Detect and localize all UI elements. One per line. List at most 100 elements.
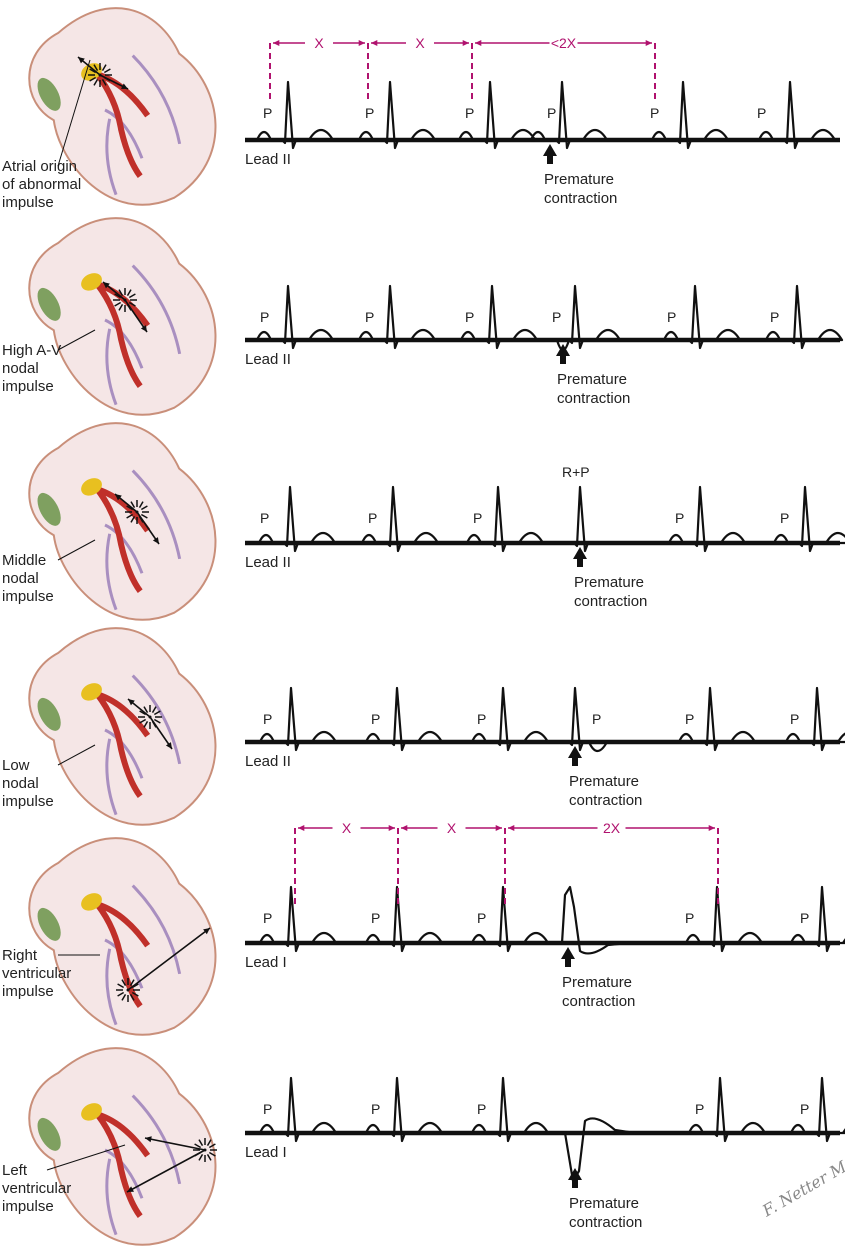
p-wave-label: P (477, 910, 486, 926)
p-wave-label: P (552, 309, 561, 325)
p-wave-label: P (263, 910, 272, 926)
caption-line: impulse (2, 194, 54, 211)
arrowhead-icon (203, 928, 210, 935)
caption-leader-line (46, 1144, 126, 1171)
ecg-trace (245, 686, 845, 753)
av-node (81, 1103, 102, 1121)
arrowhead-icon (127, 1186, 134, 1192)
heart-outline (28, 837, 217, 1036)
caption-line: Right (2, 947, 38, 964)
p-wave-label: P (695, 1101, 704, 1117)
arrowhead-icon (273, 39, 280, 47)
heart-outline (28, 217, 217, 416)
lead-label: Lead II (245, 753, 291, 770)
caption-line: of abnormal (2, 176, 81, 193)
arrowhead-icon (508, 824, 515, 832)
sa-node (37, 1117, 61, 1151)
ecg-trace (245, 284, 844, 352)
premature-label: Premature (544, 171, 614, 188)
arrowhead-icon (371, 39, 378, 47)
p-wave-label: P (260, 510, 269, 526)
arrowhead-icon (165, 742, 172, 749)
r-plus-p-label: R+P (562, 464, 590, 480)
premature-arrow-icon (568, 1168, 582, 1188)
heart-illustration (28, 422, 217, 621)
lead-label: Lead II (245, 151, 291, 168)
conduction-arrow (149, 716, 173, 750)
p-wave-label: P (263, 1101, 272, 1117)
caption-leader-line (57, 329, 96, 351)
sa-node (37, 287, 61, 321)
premature-label: contraction (544, 190, 617, 207)
heart-outline (28, 422, 217, 621)
heart-illustration (28, 837, 217, 1036)
bundle-branches (94, 901, 151, 1008)
premature-label: Premature (557, 371, 627, 388)
p-wave-label: P (547, 105, 556, 121)
heart-illustration (28, 1047, 217, 1246)
premature-label: Premature (569, 1195, 639, 1212)
conduction-arrow (124, 299, 148, 333)
arrowhead-icon (298, 824, 305, 832)
p-wave-label: P (477, 1101, 486, 1117)
arrowhead-icon (78, 57, 85, 64)
arrowhead-icon (115, 494, 122, 501)
lead-label: Lead II (245, 351, 291, 368)
premature-arrow-icon (543, 144, 557, 164)
p-wave-label: P (260, 309, 269, 325)
p-wave-label: P (371, 1101, 380, 1117)
interval-label: X (342, 820, 352, 836)
p-wave-label: P (263, 711, 272, 727)
caption-line: impulse (2, 793, 54, 810)
premature-label: contraction (574, 593, 647, 610)
premature-label: Premature (574, 574, 644, 591)
p-wave-label: P (675, 510, 684, 526)
p-wave-label: P (800, 910, 809, 926)
sa-node (37, 907, 61, 941)
sa-node (37, 77, 61, 111)
caption-line: nodal (2, 360, 39, 377)
p-wave-label: P (800, 1101, 809, 1117)
p-wave-label: P (685, 711, 694, 727)
purkinje-fibers (104, 469, 182, 611)
interval-label: X (447, 820, 457, 836)
av-node (81, 63, 102, 81)
p-wave-label: P (477, 711, 486, 727)
lead-label: Lead II (245, 554, 291, 571)
purkinje-fibers (104, 1094, 182, 1236)
conduction-arrow (126, 1149, 206, 1193)
ecg-trace (245, 80, 840, 150)
p-wave-label: P (371, 910, 380, 926)
p-wave-label: P (465, 105, 474, 121)
ecg-trace (245, 485, 845, 553)
premature-label: contraction (562, 993, 635, 1010)
p-wave-label: P (473, 510, 482, 526)
caption-leader-line (57, 539, 96, 561)
purkinje-fibers (104, 264, 182, 406)
arrowhead-icon (103, 282, 110, 289)
arrowhead-icon (140, 325, 147, 332)
arrowhead-icon (708, 824, 715, 832)
premature-label: Premature (569, 773, 639, 790)
arrowhead-icon (401, 824, 408, 832)
conduction-arrow (127, 927, 211, 991)
arrowhead-icon (128, 699, 135, 706)
interval-label: <2X (551, 35, 577, 51)
caption-line: Low (2, 757, 30, 774)
p-wave-label: P (790, 711, 799, 727)
arrowhead-icon (645, 39, 652, 47)
arrowhead-icon (152, 537, 159, 544)
caption-line: impulse (2, 983, 54, 1000)
av-node (81, 478, 102, 496)
caption-line: impulse (2, 588, 54, 605)
caption-line: impulse (2, 1198, 54, 1215)
heart-outline (28, 1047, 217, 1246)
p-wave-label: P (592, 711, 601, 727)
caption-line: Middle (2, 552, 46, 569)
premature-arrow-icon (556, 344, 570, 364)
conduction-arrow (136, 511, 160, 545)
